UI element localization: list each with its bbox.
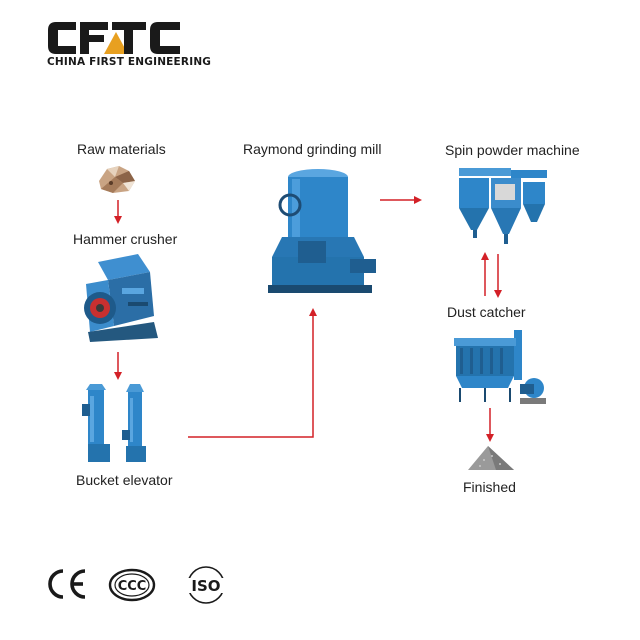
arrow-elevator-to-mill xyxy=(188,310,313,437)
svg-text:CCC: CCC xyxy=(118,579,147,594)
dust-catcher-icon xyxy=(450,326,548,406)
finished-powder-icon xyxy=(466,444,516,472)
iso-mark-icon: ISO xyxy=(184,566,228,606)
svg-text:ISO: ISO xyxy=(191,577,220,595)
raw-materials-icon xyxy=(95,163,140,195)
raymond-mill-icon xyxy=(268,165,380,297)
bucket-elevator-icon xyxy=(82,382,154,464)
spin-powder-machine-icon xyxy=(455,164,551,246)
hammer-crusher-icon xyxy=(78,250,166,342)
ccc-mark-icon: CCC xyxy=(108,568,156,602)
ce-mark-icon xyxy=(45,568,87,600)
